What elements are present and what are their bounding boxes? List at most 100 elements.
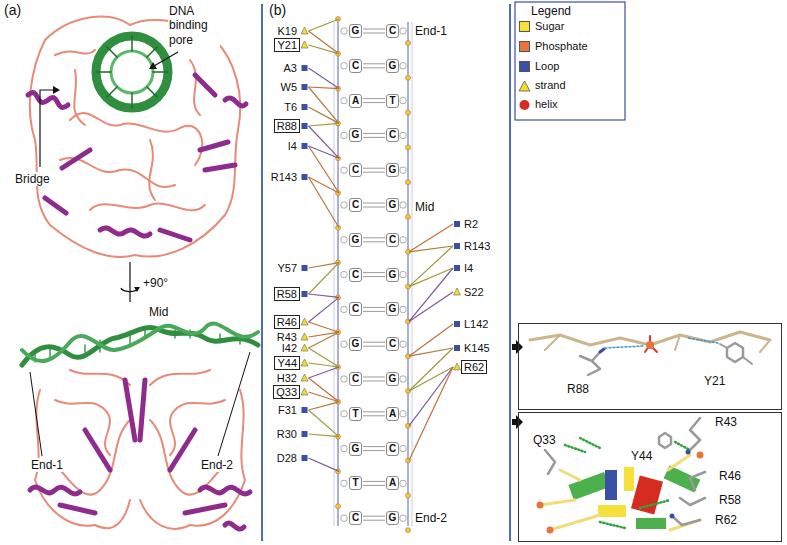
residue-name: R43 (715, 415, 737, 429)
residue-box: R62 (461, 360, 487, 374)
leader-line (309, 123, 340, 126)
nucleotide-box: C (386, 24, 399, 38)
base-letter: G (389, 164, 397, 175)
base-letter: G (352, 25, 360, 36)
sugar-symbol (400, 237, 406, 243)
leader-line (409, 367, 453, 391)
base-pair-bond (363, 237, 385, 238)
legend-text: strand (535, 79, 566, 92)
loop-marker (454, 265, 460, 271)
residue-label: F31 (277, 404, 298, 417)
nucleotide-box: T (349, 407, 362, 421)
sugar-symbol (341, 446, 347, 452)
nucleotide-box: C (349, 302, 362, 316)
nucleotide-box: A (349, 94, 362, 108)
nucleotide-box: G (349, 24, 362, 38)
nucleotide-box: G (349, 442, 362, 456)
sugar-symbol (341, 341, 347, 347)
base-letter: G (389, 60, 397, 71)
nucleotide-box: T (386, 94, 399, 108)
base-pair-bond (363, 67, 385, 68)
leader-line (409, 246, 453, 252)
base-letter: C (352, 373, 359, 384)
base-letter: G (389, 199, 397, 210)
base-letter: C (352, 60, 359, 71)
residue-name: Q33 (276, 386, 297, 398)
base-pair-bond (363, 29, 385, 30)
base-pair-bond (363, 203, 385, 204)
residue-name: R62 (715, 513, 737, 527)
base-pair-bond (363, 137, 385, 138)
leader-line (309, 31, 340, 54)
base-pair-bond (363, 207, 385, 208)
strand-marker (301, 27, 308, 34)
leader-line (309, 45, 340, 54)
sugar-symbol (341, 132, 347, 138)
residue-name: Y21 (277, 39, 297, 51)
legend-text: Loop (535, 60, 559, 73)
base-pair-bond (363, 133, 385, 134)
nucleotide-box: G (386, 163, 399, 177)
nucleotide-box: G (349, 128, 362, 142)
sugar-symbol (341, 202, 347, 208)
base-pair-bond (363, 520, 385, 521)
base-letter: C (389, 443, 396, 454)
leader-line (309, 87, 340, 89)
residue-name: R58 (277, 288, 297, 300)
panel-label: End-1 (30, 458, 64, 472)
strand-marker (301, 318, 308, 325)
residue-label: I42 (281, 342, 298, 355)
base-pair-bond (363, 63, 385, 64)
nucleotide-box: C (386, 337, 399, 351)
sugar-symbol (400, 28, 406, 34)
nucleotide-box: C (349, 372, 362, 386)
base-letter: C (352, 303, 359, 314)
base-letter: C (352, 269, 359, 280)
sugar-symbol (341, 480, 347, 486)
residue-label: R30 (276, 428, 298, 441)
residue-name: Y44 (631, 449, 652, 463)
leader-line (309, 107, 340, 123)
base-letter: C (389, 234, 396, 245)
sugar-symbol (400, 411, 406, 417)
base-letter: A (389, 408, 396, 419)
base-pair-bond (363, 377, 385, 378)
nucleotide-box: C (349, 268, 362, 282)
sugar-symbol (400, 202, 406, 208)
panel-label: End-2 (200, 458, 234, 472)
nucleotide-box: C (386, 233, 399, 247)
nucleotide-box: C (349, 163, 362, 177)
nucleotide-box: G (386, 59, 399, 73)
base-pair-bond (363, 307, 385, 308)
panel-label: Bridge (14, 172, 51, 186)
residue-label: K19 (276, 25, 298, 38)
base-letter: G (352, 234, 360, 245)
sugar-symbol (400, 341, 406, 347)
residue-label: I4 (463, 262, 474, 275)
leader-line (309, 19, 340, 31)
residue-name: R46 (277, 316, 297, 328)
sugar-symbol (341, 376, 347, 382)
loop-marker (302, 104, 308, 110)
base-pair-bond (363, 168, 385, 169)
base-pair-bond (363, 241, 385, 242)
sugar-symbol (400, 515, 406, 521)
residue-name: Q33 (533, 433, 556, 447)
nucleotide-box: G (386, 268, 399, 282)
strand-marker (454, 363, 461, 370)
base-letter: T (389, 95, 395, 106)
loop-marker (302, 455, 308, 461)
phosphate-dot (406, 41, 411, 46)
strand-marker (301, 374, 308, 381)
base-letter: A (389, 477, 396, 488)
sugar-symbol (341, 237, 347, 243)
inset-panel: R88Y21 (518, 323, 782, 410)
base-pair-bond (363, 485, 385, 486)
base-letter: G (389, 269, 397, 280)
nucleotide-box: T (349, 476, 362, 490)
sugar-symbol (341, 28, 347, 34)
residue-name: R46 (719, 469, 741, 483)
nucleotide-box: A (386, 476, 399, 490)
strand-marker (301, 344, 308, 351)
base-letter: C (352, 512, 359, 523)
